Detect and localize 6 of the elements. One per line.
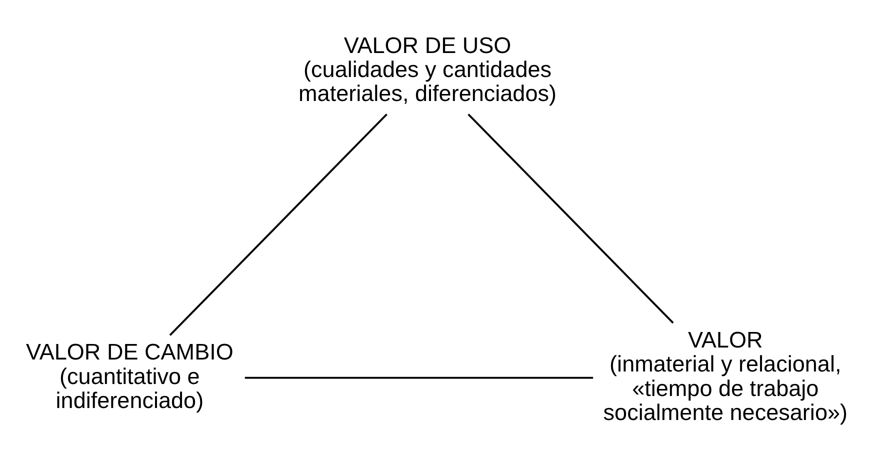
connector — [468, 114, 674, 324]
node-text: VALOR DE USO (cualidades y cantidades materiales, diferenciados) — [298, 32, 557, 106]
node-text: VALOR (inmaterial y relacional, «tiempo de trabajo socialmente necesario») — [603, 328, 848, 425]
connector — [244, 376, 594, 379]
connector — [169, 114, 388, 336]
node-text: VALOR DE CAMBIO (cuantitativo e indiferenciado) — [26, 340, 234, 413]
